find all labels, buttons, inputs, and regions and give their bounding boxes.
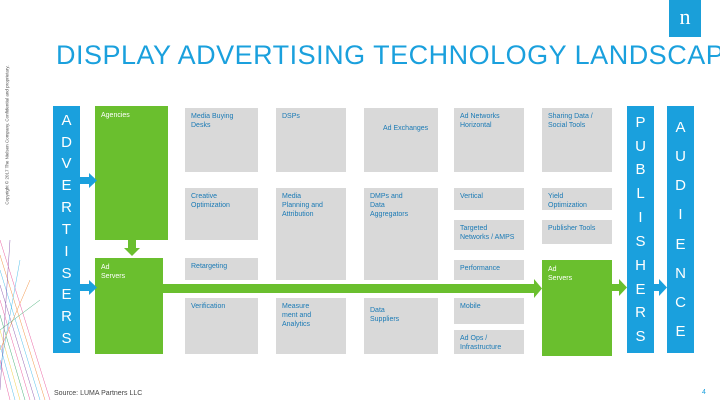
advertisers-letter: S <box>61 264 72 282</box>
ad-servers-left-box: Ad Servers <box>95 258 163 354</box>
audience-letter: U <box>675 148 686 166</box>
sharing-data-box: Sharing Data / Social Tools <box>542 108 612 172</box>
publisher-tools-box: Publisher Tools <box>542 220 612 244</box>
publishers-letter: I <box>638 209 643 227</box>
nielsen-logo: n <box>669 0 701 37</box>
publishers-letter: P <box>635 113 646 131</box>
ad-servers-right-box: Ad Servers <box>542 260 612 356</box>
audience-letter: N <box>675 264 686 282</box>
verification-box: Verification <box>185 298 258 354</box>
audience-letter: I <box>678 206 683 224</box>
ad-exchanges-box: Ad Exchanges <box>364 108 438 172</box>
page-title: DISPLAY ADVERTISING TECHNOLOGY LANDSCAPE <box>56 40 720 70</box>
publishers-letter: R <box>635 304 646 322</box>
advertisers-letter: S <box>61 330 72 348</box>
data-suppliers-box: Data Suppliers <box>364 298 438 354</box>
advertisers-letter: A <box>61 111 72 129</box>
advertisers-letter: D <box>61 133 72 151</box>
measurement-box: Measure ment and Analytics <box>276 298 346 354</box>
advertisers-letter: E <box>61 286 72 304</box>
targeted-networks-box: Targeted Networks / AMPS <box>454 220 524 250</box>
vertical-box: Vertical <box>454 188 524 210</box>
advertisers-letter: R <box>61 308 72 326</box>
media-planning-box: Media Planning and Attribution <box>276 188 346 280</box>
ad-ops-box: Ad Ops / Infrastructure <box>454 330 524 354</box>
advertisers-letter: E <box>61 177 72 195</box>
publishers-letter: S <box>635 328 646 346</box>
dmps-box: DMPs and Data Aggregators <box>364 188 438 280</box>
audience-letter: E <box>675 322 686 340</box>
audience-letter: E <box>675 235 686 253</box>
advertisers-letter: T <box>61 220 72 238</box>
publishers-letter: S <box>635 232 646 250</box>
advertisers-letter: R <box>61 199 72 217</box>
mobile-box: Mobile <box>454 298 524 324</box>
string-art-graphic <box>0 240 51 400</box>
audience-letter: A <box>675 119 686 137</box>
yield-optimization-box: Yield Optimization <box>542 188 612 210</box>
source-note: Source: LUMA Partners LLC <box>54 390 143 397</box>
media-buying-desks-box: Media Buying Desks <box>185 108 258 172</box>
publishers-letter: B <box>635 161 646 179</box>
advertisers-letter: I <box>64 242 69 260</box>
retargeting-box: Retargeting <box>185 258 258 280</box>
agencies-box: Agencies <box>95 106 168 240</box>
performance-box: Performance <box>454 260 524 280</box>
dsps-box: DSPs <box>276 108 346 172</box>
publishers-letter: H <box>635 256 646 274</box>
advertisers-letter: V <box>61 155 72 173</box>
page-number: 4 <box>702 389 706 396</box>
publishers-letter: L <box>636 185 645 203</box>
audience-letter: C <box>675 293 686 311</box>
ad-networks-horizontal-box: Ad Networks Horizontal <box>454 108 524 172</box>
publishers-letter: U <box>635 137 646 155</box>
publishers-letter: E <box>635 280 646 298</box>
creative-optimization-box: Creative Optimization <box>185 188 258 240</box>
audience-letter: D <box>675 177 686 195</box>
